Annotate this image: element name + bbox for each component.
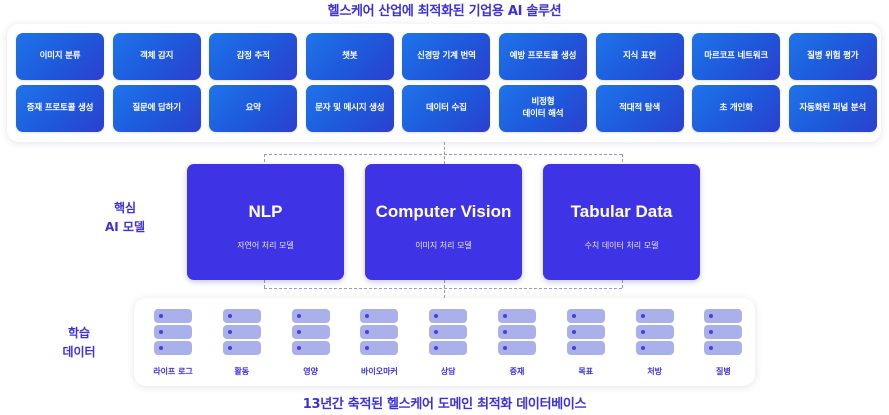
- training-data-item-label: 처방: [647, 367, 662, 376]
- training-data-item: 처방: [625, 308, 685, 382]
- connector-top-center: [444, 142, 445, 164]
- training-data-item: 라이프 로그: [143, 308, 203, 382]
- model-card-nlp[interactable]: NLP 자연어 처리 모델: [187, 164, 344, 280]
- training-data-item: 증재: [487, 308, 547, 382]
- model-subtitle: 수치 데이터 처리 모델: [584, 241, 659, 250]
- solution-button[interactable]: 질병 위험 평가: [788, 33, 877, 80]
- solution-button[interactable]: 질문에 답하기: [112, 85, 201, 132]
- model-card-computer-vision[interactable]: Computer Vision 이미지 처리 모델: [365, 164, 522, 280]
- training-data-item: 바이오마커: [349, 308, 409, 382]
- training-data-item-label: 활동: [234, 367, 250, 376]
- database-icon: [498, 309, 536, 355]
- database-icon: [360, 309, 399, 355]
- solution-button[interactable]: 자동화된 퍼널 분석: [788, 85, 877, 132]
- model-title: NLP: [248, 202, 283, 221]
- model-subtitle: 자연어 처리 모델: [237, 241, 294, 250]
- training-data-item-label: 바이오마커: [360, 367, 398, 376]
- training-data-item-label: 목표: [578, 367, 594, 376]
- training-data-item-label: 라이프 로그: [153, 367, 193, 376]
- solution-button[interactable]: 데이터 수집: [402, 85, 491, 132]
- solution-button[interactable]: 증재 프로토콜 생성: [16, 85, 104, 132]
- training-data-item-label: 영양: [303, 367, 318, 376]
- training-data-item: 목표: [556, 308, 616, 382]
- solution-button[interactable]: 초 개인화: [692, 85, 781, 132]
- solution-button[interactable]: 예방 프로토콜 생성: [498, 33, 587, 80]
- database-icon: [704, 309, 743, 355]
- model-subtitle: 이미지 처리 모델: [415, 241, 472, 250]
- training-data-item: 영양: [281, 308, 341, 382]
- connector-bottom-horizontal: [264, 288, 622, 289]
- solution-button[interactable]: 이미지 분류: [16, 33, 104, 80]
- training-data-panel: 라이프 로그 활동 영양 바이오마커 상담 증재 목표 처방 질병: [134, 298, 755, 386]
- solution-button[interactable]: 요약: [209, 85, 298, 132]
- solution-button[interactable]: 적대적 탐색: [595, 85, 684, 132]
- database-icon: [566, 309, 605, 355]
- solution-button[interactable]: 지식 표현: [595, 33, 684, 80]
- training-data-item: 활동: [212, 308, 272, 382]
- core-models-label: 핵심 AI 모델: [104, 201, 145, 234]
- bottom-title: 13년간 축적된 헬스케어 도메인 최적화 데이터베이스: [302, 397, 587, 412]
- model-card-tabular-data[interactable]: Tabular Data 수치 데이터 처리 모델: [543, 164, 700, 280]
- solution-button[interactable]: 마르코프 네트워크: [692, 33, 781, 80]
- training-data-item: 질병: [693, 308, 753, 382]
- database-icon: [291, 309, 330, 355]
- database-icon: [154, 309, 192, 355]
- training-data-item-label: 상담: [440, 367, 456, 376]
- solution-button[interactable]: 문자 및 메시지 생성: [305, 85, 394, 132]
- database-icon: [222, 309, 261, 355]
- training-data-item-label: 증재: [509, 367, 525, 376]
- solution-button[interactable]: 신경망 기계 번역: [402, 33, 491, 80]
- training-data-item: 상담: [418, 308, 478, 382]
- top-title: 헬스케어 산업에 최적화된 기업용 AI 솔루션: [327, 4, 562, 19]
- model-title: Computer Vision: [375, 202, 512, 221]
- solution-button[interactable]: 객체 감지: [112, 33, 201, 80]
- connector-bottom-center: [444, 280, 445, 298]
- training-data-label: 학습 데이터: [62, 326, 96, 359]
- connector-top-horizontal: [264, 154, 622, 155]
- database-icon: [635, 309, 674, 355]
- solution-button[interactable]: 비정형 데이터 해석: [498, 85, 587, 132]
- solution-button[interactable]: 감정 추적: [209, 33, 298, 80]
- solution-button[interactable]: 챗봇: [305, 33, 394, 80]
- database-icon: [429, 309, 468, 355]
- training-data-item-label: 질병: [716, 367, 731, 376]
- model-title: Tabular Data: [570, 202, 673, 221]
